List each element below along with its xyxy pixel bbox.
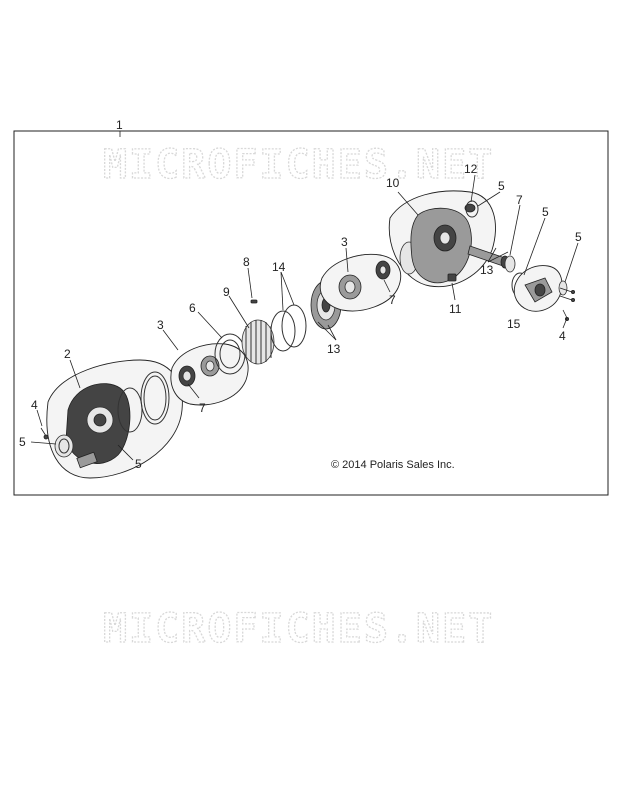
oring-front-1 [117, 387, 143, 433]
callout-5-far-right: 5 [575, 230, 582, 244]
copyright-notice: © 2014 Polaris Sales Inc. [331, 459, 455, 471]
callout-4-left: 4 [31, 398, 38, 412]
callout-9: 9 [223, 285, 230, 299]
callout-8: 8 [243, 255, 250, 269]
callout-7-right: 7 [516, 193, 523, 207]
front-housing-tab [76, 451, 98, 469]
callout-14: 14 [272, 260, 286, 274]
callout-12: 12 [464, 162, 478, 176]
rear-housing-assembly [388, 190, 496, 288]
seal-5-far-right [558, 280, 568, 296]
diagram-frame [13, 130, 609, 496]
callout-3-left: 3 [157, 318, 164, 332]
seal-5-left [54, 434, 74, 458]
callout-15: 15 [507, 317, 521, 331]
callout-6: 6 [189, 301, 196, 315]
callout-11: 11 [449, 302, 462, 316]
pinion-shaft [467, 245, 516, 273]
bolts-4-right [559, 287, 576, 321]
clutch-rings-14 [270, 304, 307, 352]
bearing-assembly-right [319, 253, 402, 312]
bolt-4-left [40, 427, 49, 440]
cap-12 [464, 203, 476, 213]
watermark-top: MICROFICHES.NET [103, 142, 494, 188]
callout-13-right: 13 [480, 263, 494, 277]
spring-8 [250, 299, 258, 304]
callout-5-left: 5 [19, 435, 26, 449]
washer-7-pinion [504, 255, 516, 273]
callout-10: 10 [386, 176, 400, 190]
callout-2: 2 [64, 347, 71, 361]
leader-lines [30, 174, 579, 461]
callout-5-mid-right: 5 [542, 205, 549, 219]
roller-cage-9 [241, 319, 275, 365]
callout-3-right: 3 [341, 235, 348, 249]
oring-front-2-inner [143, 375, 167, 421]
plug-11 [447, 273, 457, 282]
callout-5-top: 5 [498, 179, 505, 193]
pinion-cap-assembly [513, 265, 563, 312]
bearing-assembly-left [170, 343, 249, 406]
callout-7-left: 7 [199, 401, 206, 415]
callout-7-center: 7 [389, 293, 396, 307]
front-housing-assembly [46, 359, 183, 479]
callout-5-bottom: 5 [135, 457, 142, 471]
oring-front-2 [140, 371, 170, 425]
watermark-bottom: MICROFICHES.NET [103, 606, 494, 652]
callout-1: 1 [116, 118, 123, 132]
callout-4-right: 4 [559, 329, 566, 343]
seal-5-top [465, 200, 479, 218]
callout-13-center: 13 [327, 342, 341, 356]
